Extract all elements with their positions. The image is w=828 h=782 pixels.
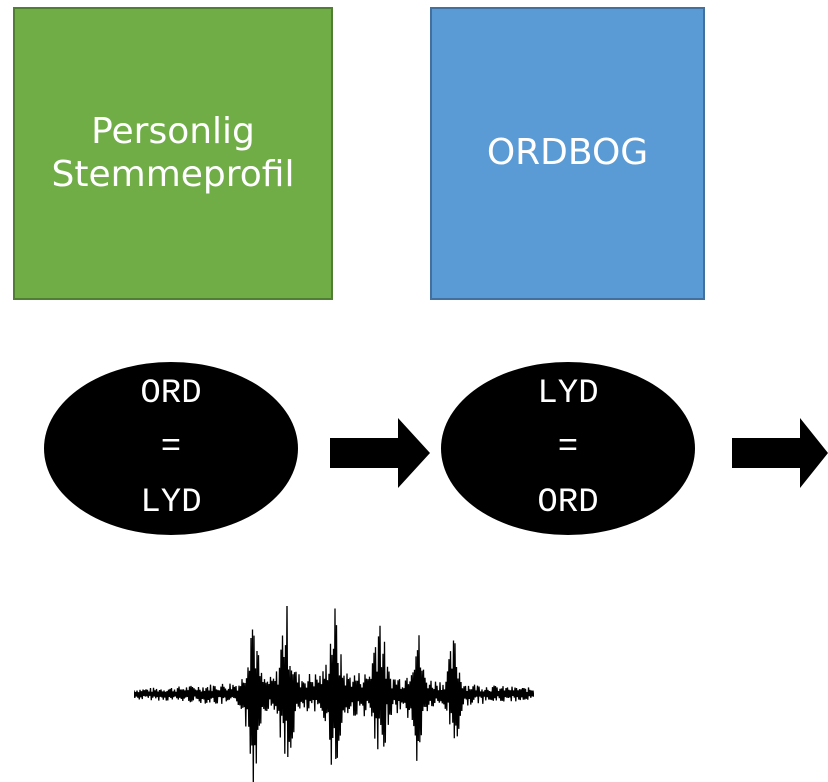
dictionary-box: ORDBOG (430, 7, 705, 300)
ellipse-1-equals: = (160, 429, 182, 468)
arrow-right-icon (732, 418, 828, 488)
waveform-path (134, 606, 534, 782)
ellipse-2-bottom: ORD (537, 483, 599, 522)
audio-waveform-icon (134, 606, 534, 782)
profile-box-line-2: Stemmeprofil (51, 153, 295, 195)
sound-to-word-ellipse: LYD = ORD (441, 362, 695, 535)
arrow-right-icon (330, 418, 430, 488)
ellipse-2-equals: = (557, 429, 579, 468)
dictionary-box-label: ORDBOG (486, 132, 649, 174)
profile-box-line-1: Personlig (91, 111, 255, 153)
ellipse-2-top: LYD (537, 374, 599, 413)
ellipse-1-bottom: LYD (140, 483, 202, 522)
word-to-sound-ellipse: ORD = LYD (44, 362, 298, 535)
personal-voice-profile-box: Personlig Stemmeprofil (13, 7, 333, 300)
ellipse-1-top: ORD (140, 374, 202, 413)
